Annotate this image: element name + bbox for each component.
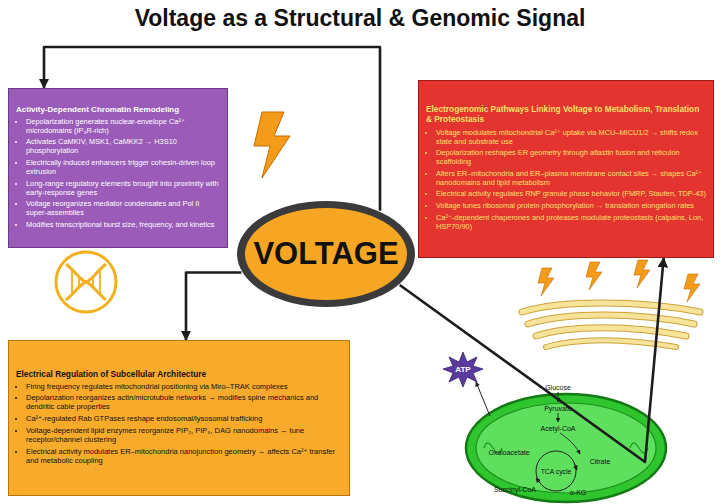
dna-icon [56, 252, 116, 312]
dna-ring [56, 252, 116, 312]
tca-cycle-ring [536, 451, 576, 491]
bullet-text: Electrically induced enhancers trigger c… [26, 158, 220, 176]
signal-arrow [186, 272, 241, 340]
bullet-text: Electrical activity modulates ER–mitocho… [26, 447, 342, 465]
bullet-list: Depolarization generates nuclear-envelop… [16, 117, 220, 231]
pathway-label: Glucose [545, 384, 571, 391]
lightning-bolt [254, 112, 290, 178]
mitochondrion-outer [466, 394, 666, 502]
bullet-list: Firing frequency regulates mitochondrial… [16, 382, 342, 468]
bullet-list: Voltage modulates mitochondrial Ca²⁺ upt… [426, 128, 706, 233]
pathway-arrow [558, 392, 559, 402]
bullet-text: Activates CaMKIV, MSK1, CaMKK2 → H3S10 p… [26, 137, 220, 155]
diagram-title: Voltage as a Structural & Genomic Signal [0, 5, 720, 32]
dna-strand [66, 264, 106, 300]
bullet-text: Voltage modulates mitochondrial Ca²⁺ upt… [436, 128, 706, 146]
signal-arrow [400, 258, 664, 462]
box-heading: Activity-Dependent Chromatin Remodeling [16, 105, 220, 114]
bullet-text: Ca²⁺-regulated Rab GTPases reshape endos… [26, 414, 342, 423]
cycle-arrow [536, 478, 540, 483]
dna-rungs [72, 270, 100, 294]
bullet-text: Alters ER–mitochondria and ER–plasma mem… [436, 169, 706, 187]
pathway-label: Acetyl-CoA [540, 425, 575, 432]
pathway-label: Oxaloacetate [488, 449, 529, 456]
er-sheet [546, 340, 676, 347]
pathway-label: Pyruvate [544, 405, 572, 412]
er-illustration [522, 303, 700, 347]
mitochondrion-inner [476, 403, 656, 493]
pathway-label: Succinyl-CoA [494, 486, 536, 493]
lightning-bolt [538, 268, 554, 296]
pathway-arrow [558, 413, 559, 422]
info-box: Activity-Dependent Chromatin RemodelingD… [8, 88, 228, 248]
pathway-label: TCA cycle [541, 468, 572, 475]
bullet-text: Depolarization reorganizes actin/microtu… [26, 393, 342, 411]
pathway-label: ATP [455, 365, 470, 374]
info-box: Electrical Regulation of Subcellular Arc… [8, 340, 350, 496]
er-sheet [546, 340, 676, 347]
atp-arrow [476, 382, 490, 416]
er-sheet [522, 303, 700, 312]
bullet-text: Firing frequency regulates mitochondrial… [26, 382, 342, 391]
bullet-text: Ca²⁺-dependent chaperones and proteases … [436, 213, 706, 231]
er-sheet [528, 315, 694, 324]
box-heading: Electrical Regulation of Subcellular Arc… [16, 369, 342, 379]
mitochondrion [466, 382, 666, 502]
cycle-arrow [574, 463, 577, 470]
lightning-bolt [586, 262, 602, 290]
dna-strand [66, 264, 106, 300]
bullet-text: Voltage tunes ribosomal protein phosphor… [436, 201, 706, 210]
lightning-bolt [634, 260, 650, 288]
bullet-text: Electrical activity regulates RNP granul… [436, 189, 706, 198]
er-sheet [536, 328, 686, 336]
er-sheet [522, 303, 700, 312]
er-sheet [536, 328, 686, 336]
atp-starburst [443, 352, 483, 387]
pathway-arrow [560, 433, 580, 454]
bullet-text: Depolarization generates nuclear-envelop… [26, 117, 220, 135]
pathway-label: α-KG [570, 489, 587, 496]
bullet-text: Voltage-dependent lipid enzymes reorgani… [26, 426, 342, 444]
pathway-label: Citrate [590, 458, 611, 465]
er-sheet [528, 315, 694, 324]
bullet-text: Modifies transcriptional burst size, fre… [26, 220, 220, 229]
box-heading: VOLTAGE [236, 236, 416, 272]
lightning-bolts [538, 260, 700, 302]
central-ellipse: VOLTAGE [236, 200, 416, 308]
bullet-text: Long-range regulatory elements brought i… [26, 179, 220, 197]
box-heading: Electrogenomic Pathways Linking Voltage … [426, 105, 706, 125]
bullet-text: Depolarization reshapes ER geometry thro… [436, 148, 706, 166]
info-box: Electrogenomic Pathways Linking Voltage … [418, 80, 714, 258]
bullet-text: Voltage reorganizes mediator condensates… [26, 199, 220, 217]
lightning-bolt [684, 274, 700, 302]
ellipse-ring [237, 201, 415, 307]
